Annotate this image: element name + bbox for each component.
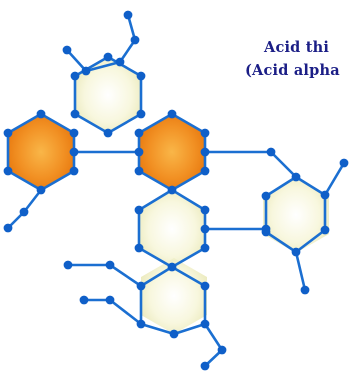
bond-48 — [139, 265, 174, 288]
atom-node-41 — [200, 224, 210, 234]
bond-layer — [6, 13, 346, 368]
atom-node-53 — [79, 295, 89, 305]
atom-node-29 — [200, 243, 210, 253]
bond-14 — [6, 169, 43, 192]
ring-fill-5 — [263, 177, 329, 253]
atom-node-25 — [134, 128, 144, 138]
atom-node-36 — [320, 190, 330, 200]
bond-51 — [108, 298, 143, 326]
bond-39 — [264, 175, 298, 198]
atom-node-48 — [136, 319, 146, 329]
atom-node-13 — [69, 128, 79, 138]
bond-33 — [269, 150, 298, 179]
bond-2 — [118, 38, 137, 64]
atom-node-16 — [3, 166, 13, 176]
atom-node-11 — [70, 71, 80, 81]
atom-node-51 — [63, 260, 73, 270]
bond-22 — [137, 169, 174, 192]
atom-node-34 — [266, 147, 276, 157]
bond-41 — [323, 161, 346, 197]
atom-node-9 — [103, 128, 113, 138]
bond-11 — [39, 112, 76, 135]
bond-36 — [294, 228, 327, 254]
atom-node-8 — [136, 109, 146, 119]
atom-node-49 — [136, 281, 146, 291]
atom-node-20 — [167, 109, 177, 119]
atom-node-22 — [200, 166, 210, 176]
bond-4 — [65, 48, 88, 73]
bond-28 — [137, 246, 174, 269]
atom-node-31 — [134, 243, 144, 253]
bond-45 — [172, 322, 207, 336]
atom-node-45 — [200, 281, 210, 291]
bond-8 — [73, 112, 110, 135]
atom-node-17 — [3, 128, 13, 138]
atom-node-55 — [200, 361, 210, 371]
atom-node-43 — [339, 158, 349, 168]
atom-node-28 — [200, 205, 210, 215]
atom-node-40 — [261, 191, 271, 201]
atom-node-6 — [103, 52, 113, 62]
bond-13 — [39, 169, 76, 192]
title-line-2: (Acid alpha — [245, 62, 340, 79]
atom-node-42 — [261, 224, 271, 234]
ring-fill-1 — [75, 57, 141, 133]
atom-node-46 — [200, 319, 210, 329]
atom-node-2 — [130, 35, 140, 45]
bond-53 — [203, 322, 224, 352]
bond-7 — [106, 112, 143, 135]
atom-node-27 — [134, 147, 144, 157]
atom-node-50 — [105, 260, 115, 270]
atom-node-26 — [69, 147, 79, 157]
bond-3 — [84, 60, 122, 73]
atom-node-38 — [291, 247, 301, 257]
atom-node-32 — [134, 205, 144, 215]
bond-42 — [294, 250, 307, 292]
bond-46 — [139, 322, 176, 336]
atom-node-3 — [115, 57, 125, 67]
atom-node-52 — [105, 295, 115, 305]
atom-node-33 — [200, 147, 210, 157]
atom-node-24 — [134, 166, 144, 176]
bond-30 — [137, 188, 174, 212]
bond-37 — [264, 230, 298, 254]
bond-16 — [6, 112, 43, 135]
atom-layer — [3, 10, 349, 371]
atom-node-4 — [81, 66, 91, 76]
ring-fill-4 — [139, 191, 205, 267]
bond-31 — [170, 188, 207, 212]
atom-node-12 — [36, 109, 46, 119]
bond-5 — [106, 55, 143, 78]
bond-43 — [170, 265, 207, 288]
atom-node-23 — [167, 185, 177, 195]
atom-node-10 — [70, 109, 80, 119]
atom-node-15 — [36, 185, 46, 195]
bond-34 — [294, 175, 327, 197]
bond-49 — [108, 263, 143, 288]
atom-node-18 — [19, 207, 29, 217]
atom-node-37 — [320, 225, 330, 235]
ring-fill-3 — [139, 114, 205, 190]
atom-node-1 — [123, 10, 133, 20]
atom-node-21 — [200, 128, 210, 138]
ring-fill-2 — [8, 114, 74, 190]
atom-node-54 — [217, 345, 227, 355]
atom-node-47 — [169, 329, 179, 339]
bond-21 — [170, 169, 207, 192]
bond-10 — [73, 55, 110, 78]
atom-node-44 — [300, 285, 310, 295]
atom-node-5 — [62, 45, 72, 55]
atom-node-30 — [167, 262, 177, 272]
atom-node-14 — [69, 166, 79, 176]
atom-node-35 — [291, 172, 301, 182]
atom-node-7 — [136, 71, 146, 81]
title-line-1: Acid thi — [264, 39, 330, 56]
ring-layer — [8, 57, 329, 334]
atom-node-19 — [3, 223, 13, 233]
bond-17 — [22, 188, 43, 214]
bond-24 — [137, 112, 174, 135]
bond-27 — [170, 246, 207, 269]
bond-19 — [170, 112, 207, 135]
